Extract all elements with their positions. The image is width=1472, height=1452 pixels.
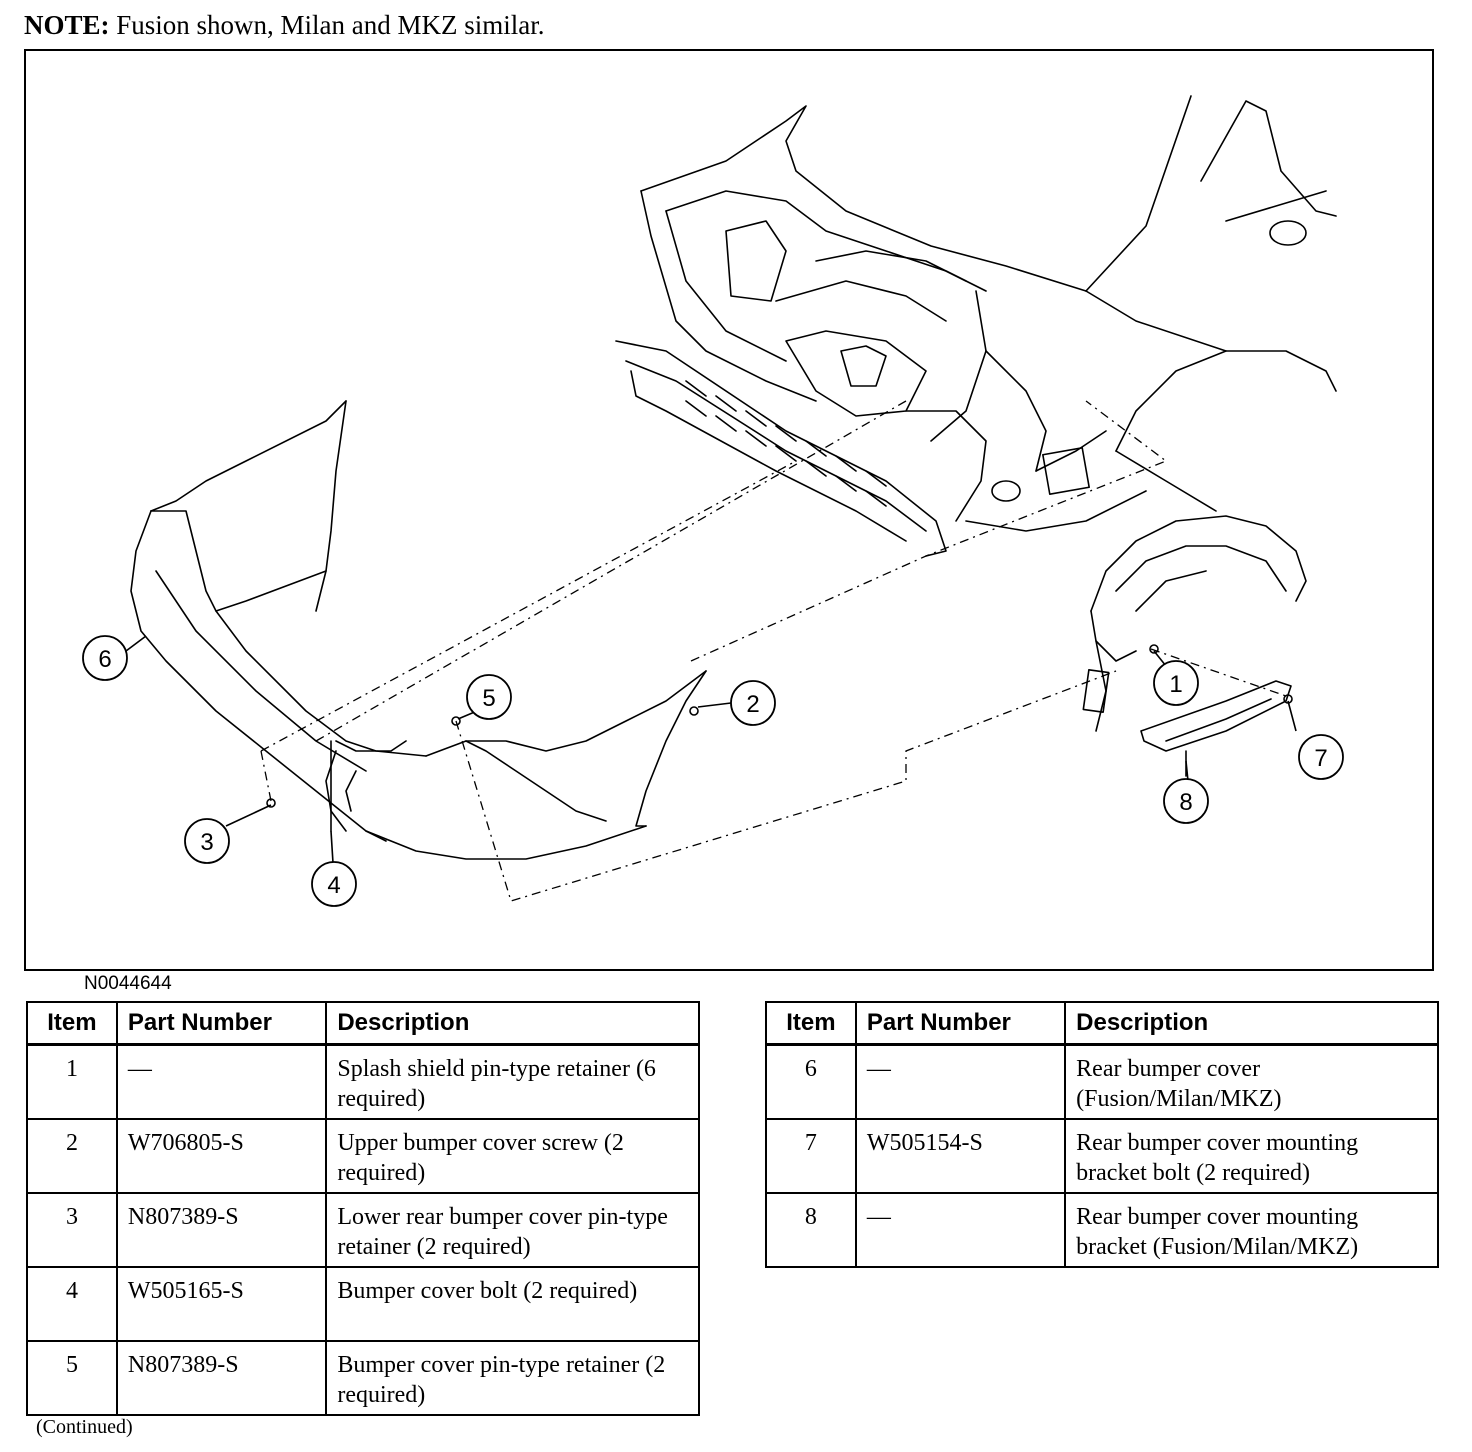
header-part-number: Part Number (854, 1001, 1067, 1046)
item-number: 7 (765, 1118, 857, 1194)
callout-circle-4: 4 (311, 861, 357, 907)
header-description: Description (325, 1001, 700, 1046)
callout-circle-6: 6 (82, 635, 128, 681)
continued-label: (Continued) (36, 1416, 133, 1438)
table-row: 1 — Splash shield pin-type retainer (6 r… (26, 1043, 700, 1120)
callout-circle-5: 5 (466, 674, 512, 720)
table-header-row: Item Part Number Description (765, 1001, 1439, 1046)
parts-table-right: Item Part Number Description 6 — Rear bu… (765, 1001, 1439, 1268)
description: Rear bumper cover (Fusion/Milan/MKZ) (1064, 1043, 1439, 1120)
description: Bumper cover bolt (2 required) (325, 1266, 700, 1342)
callout-label: 7 (1314, 745, 1327, 772)
table-row: 7 W505154-S Rear bumper cover mounting b… (765, 1118, 1439, 1194)
parts-table-left: Item Part Number Description 1 — Splash … (26, 1001, 700, 1416)
description: Lower rear bumper cover pin-type retaine… (325, 1192, 700, 1268)
header-description: Description (1064, 1001, 1439, 1046)
table-header-row: Item Part Number Description (26, 1001, 700, 1046)
callout-label: 3 (200, 829, 213, 856)
item-number: 2 (26, 1118, 118, 1194)
table-row: 4 W505165-S Bumper cover bolt (2 require… (26, 1266, 700, 1342)
splash-shield (1082, 515, 1307, 732)
callout-label: 4 (327, 872, 340, 899)
callout-circle-2: 2 (730, 680, 776, 726)
table-row: 2 W706805-S Upper bumper cover screw (2 … (26, 1118, 700, 1194)
description: Splash shield pin-type retainer (6 requi… (325, 1043, 700, 1120)
part-number: — (854, 1043, 1067, 1120)
item-number: 1 (26, 1043, 118, 1120)
callout-label: 1 (1169, 671, 1182, 698)
note-text: Fusion shown, Milan and MKZ similar. (109, 10, 545, 40)
header-item: Item (26, 1001, 118, 1046)
header-item: Item (765, 1001, 857, 1046)
item-number: 5 (26, 1340, 118, 1416)
part-number: W505165-S (115, 1266, 328, 1342)
header-part-number: Part Number (115, 1001, 328, 1046)
description: Rear bumper cover mounting bracket bolt … (1064, 1118, 1439, 1194)
part-number: W505154-S (854, 1118, 1067, 1194)
exploded-view-drawing: 1 2 3 4 5 6 7 8 (82, 95, 1344, 907)
item-number: 3 (26, 1192, 118, 1268)
alignment-lines (260, 400, 1287, 902)
table-row: 8 — Rear bumper cover mounting bracket (… (765, 1192, 1439, 1268)
rear-bumper-cover (130, 400, 707, 860)
fasteners (266, 644, 1293, 832)
callout-circle-3: 3 (184, 818, 230, 864)
part-number: — (854, 1192, 1067, 1268)
table-row: 6 — Rear bumper cover (Fusion/Milan/MKZ) (765, 1043, 1439, 1120)
item-number: 8 (765, 1192, 857, 1268)
note: NOTE: Fusion shown, Milan and MKZ simila… (24, 10, 545, 41)
callout-circle-7: 7 (1298, 734, 1344, 780)
part-number: N807389-S (115, 1340, 328, 1416)
table-row: 5 N807389-S Bumper cover pin-type retain… (26, 1340, 700, 1416)
callout-leaders (125, 635, 1297, 864)
part-number: N807389-S (115, 1192, 328, 1268)
table-row: 3 N807389-S Lower rear bumper cover pin-… (26, 1192, 700, 1268)
callout-circle-8: 8 (1163, 778, 1209, 824)
item-number: 6 (765, 1043, 857, 1120)
callout-label: 6 (98, 646, 111, 673)
description: Rear bumper cover mounting bracket (Fusi… (1064, 1192, 1439, 1268)
item-number: 4 (26, 1266, 118, 1342)
part-number: W706805-S (115, 1118, 328, 1194)
note-label: NOTE: (24, 10, 110, 40)
description: Upper bumper cover screw (2 required) (325, 1118, 700, 1194)
description: Bumper cover pin-type retainer (2 requir… (325, 1340, 700, 1416)
part-number: — (115, 1043, 328, 1120)
exploded-view-figure: 1 2 3 4 5 6 7 8 N0044644 (24, 49, 1434, 994)
callout-label: 5 (482, 685, 495, 712)
figure-id: N0044644 (84, 973, 172, 994)
callout-label: 8 (1179, 789, 1192, 816)
callout-label: 2 (746, 691, 759, 718)
callout-circle-1: 1 (1153, 660, 1199, 706)
vehicle-body (615, 95, 1337, 557)
